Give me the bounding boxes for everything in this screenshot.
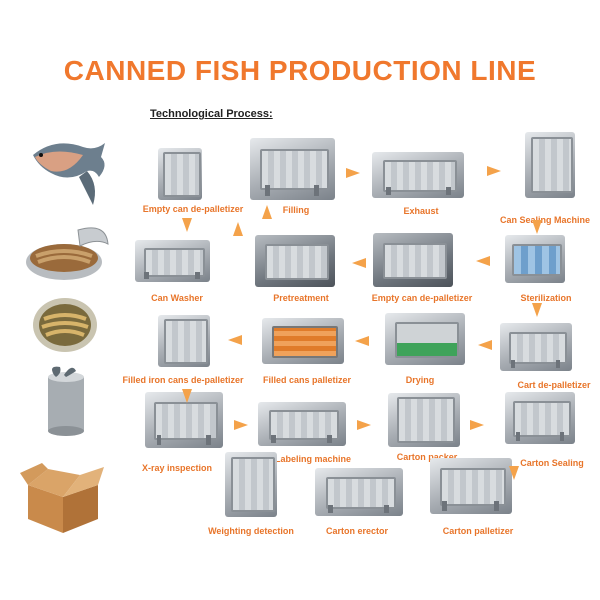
arrow-down-icon	[509, 466, 519, 480]
can-washer-image	[135, 240, 210, 282]
cart-depalletizer-image	[500, 323, 572, 371]
fish-icon	[25, 125, 115, 210]
page-title: CANNED FISH PRODUCTION LINE	[63, 55, 537, 86]
open-sardine-can-icon	[22, 218, 112, 288]
step-label-labeling-machine: Labeling machine	[274, 454, 352, 464]
arrow-down-icon	[182, 218, 192, 232]
step-label-pretreatment: Pretreatment	[273, 293, 329, 303]
arrow-right-icon	[357, 420, 371, 430]
pretreatment-image	[255, 235, 335, 287]
step-label-carton-packer: Carton packer	[396, 452, 458, 462]
filled-iron-cans-depalletizer-image	[158, 315, 210, 367]
carton-erector-image	[315, 468, 403, 516]
labeling-machine-image	[258, 402, 346, 446]
step-label-carton-erector: Carton erector	[325, 526, 389, 536]
step-label-cart-depalletizer: Cart de-palletizer	[517, 380, 591, 390]
step-label-can-washer: Can Washer	[151, 293, 203, 303]
arrow-up-icon	[262, 205, 272, 219]
arrow-left-icon	[478, 340, 492, 350]
drying-image	[385, 313, 465, 365]
filling-machine-image	[250, 138, 335, 200]
step-label-empty-can-depalletizer-1: Empty can de-palletizer	[142, 204, 244, 214]
arrow-left-icon	[228, 335, 242, 345]
step-label-x-ray-inspection: X-ray inspection	[141, 463, 213, 473]
step-label-exhaust: Exhaust	[403, 206, 439, 216]
arrow-right-icon	[470, 420, 484, 430]
empty-can-depalletizer-2-image	[373, 233, 453, 287]
step-label-carton-sealing: Carton Sealing	[520, 458, 584, 468]
arrow-right-icon	[346, 168, 360, 178]
exhaust-machine-image	[372, 152, 464, 198]
step-label-filled-iron-cans-depalletizer: Filled iron cans de-palletizer	[122, 375, 244, 385]
process-subtitle: Technological Process:	[150, 108, 273, 120]
carton-palletizer-image	[430, 458, 512, 514]
step-label-sterilization: Sterilization	[520, 293, 572, 303]
arrow-left-icon	[355, 336, 369, 346]
arrow-right-icon	[487, 166, 501, 176]
arrow-down-icon	[532, 303, 542, 317]
arrow-left-icon	[352, 258, 366, 268]
step-label-drying: Drying	[405, 375, 435, 385]
arrow-right-icon	[234, 420, 248, 430]
filled-cans-palletizer-image	[262, 318, 344, 364]
step-label-filled-cans-palletizer: Filled cans palletizer	[262, 375, 352, 385]
step-label-weighting-detection: Weighting detection	[208, 526, 294, 536]
empty-tin-can-icon	[42, 365, 90, 437]
arrow-down-icon	[182, 389, 192, 403]
arrow-down-icon	[532, 220, 542, 234]
carton-sealing-image	[505, 392, 575, 444]
arrow-left-icon	[476, 256, 490, 266]
sterilization-image	[505, 235, 565, 283]
empty-can-depalletizer-1-image	[158, 148, 202, 200]
arrow-up-icon	[233, 222, 243, 236]
step-label-filling: Filling	[282, 205, 310, 215]
weighting-detection-image	[225, 452, 277, 517]
cardboard-box-icon	[18, 455, 108, 535]
step-label-empty-can-depalletizer-2: Empty can de-palletizer	[371, 293, 473, 303]
fish-in-can-icon	[30, 295, 100, 355]
step-label-carton-palletizer: Carton palletizer	[442, 526, 514, 536]
carton-packer-image	[388, 393, 460, 447]
step-label-can-sealing: Can Sealing Machine	[499, 215, 591, 225]
can-sealing-machine-image	[525, 132, 575, 198]
